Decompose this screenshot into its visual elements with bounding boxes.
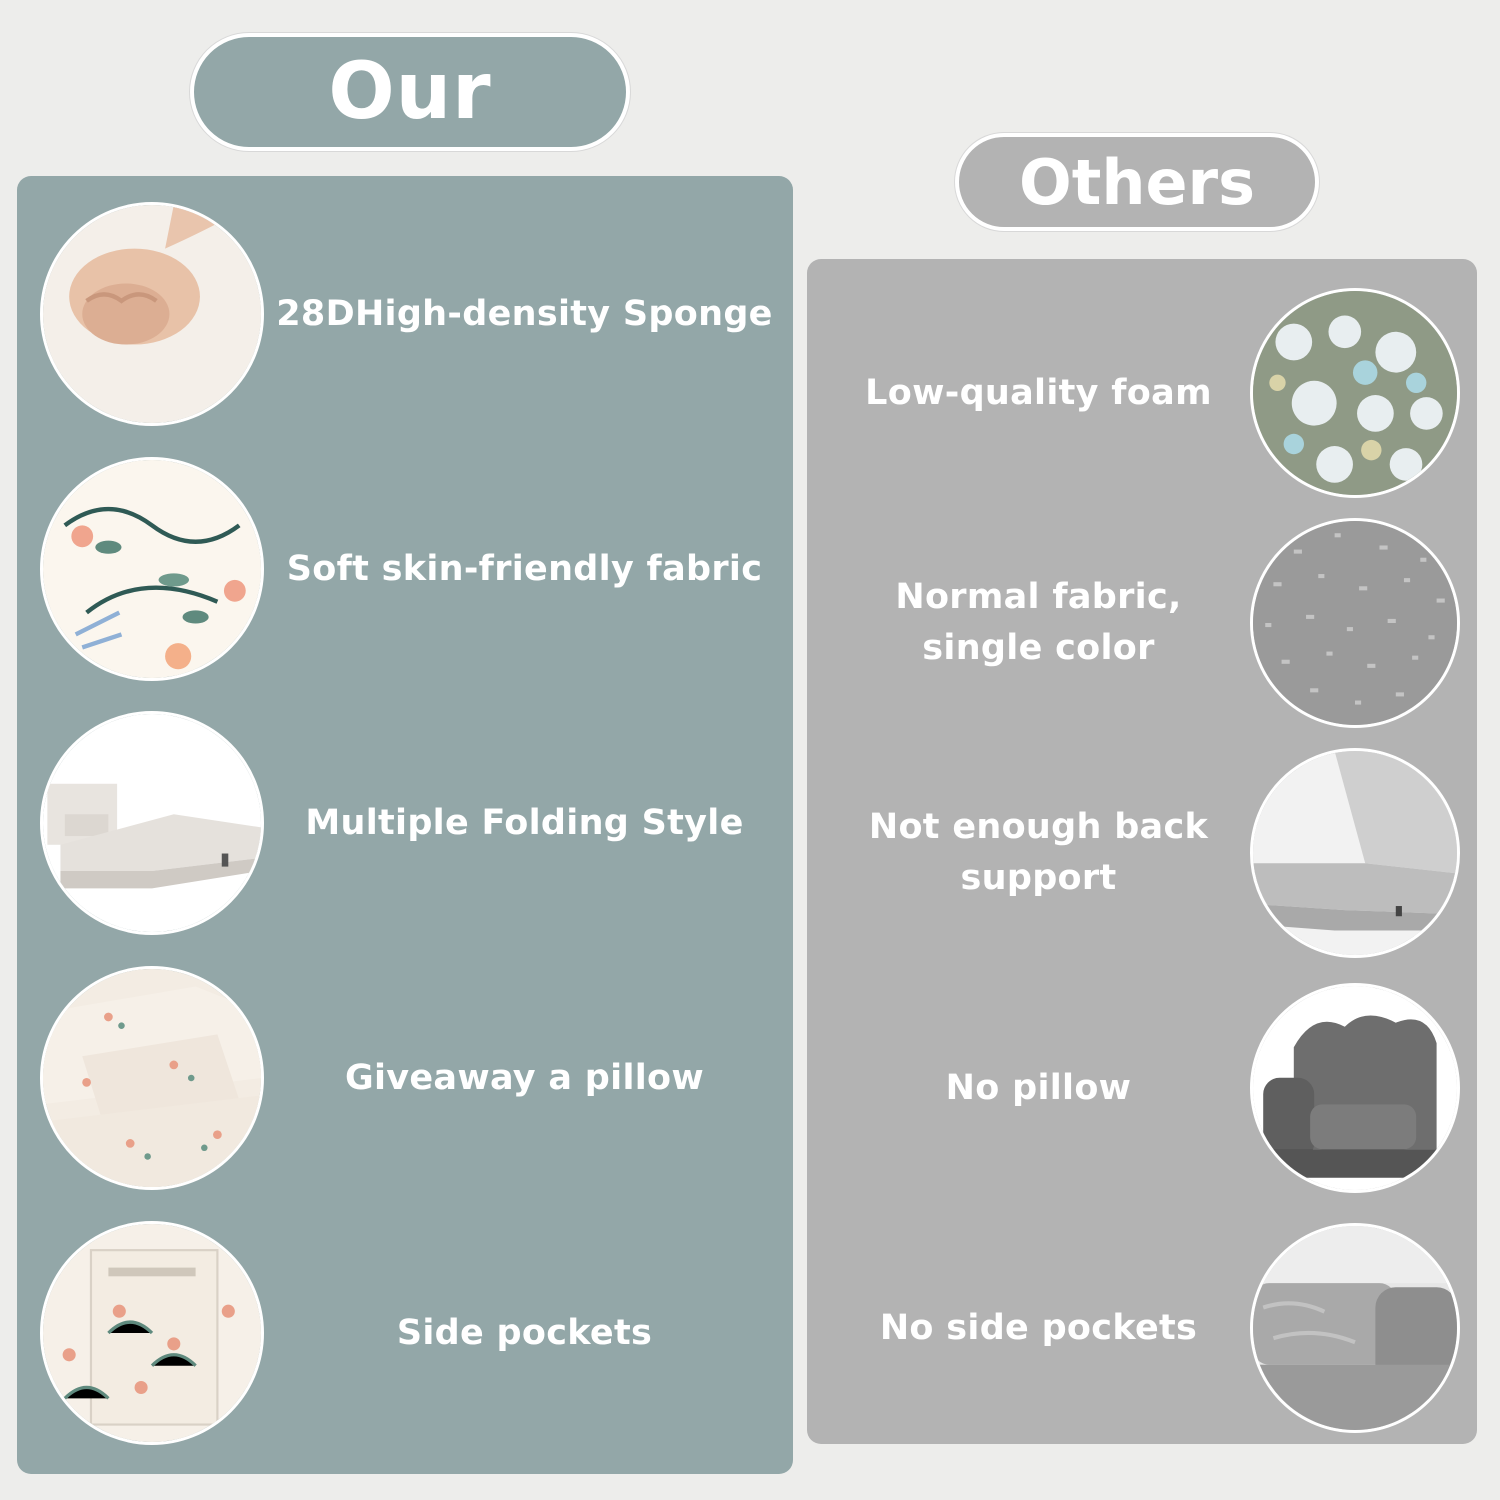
shredded-foam-photo — [1250, 288, 1460, 498]
our-features-panel: 28DHigh-density Sponge Soft skin-friendl… — [17, 176, 793, 1474]
feature-label: Low-quality foam — [865, 372, 1212, 413]
feature-label: Multiple Folding Style — [305, 802, 744, 843]
our-heading: Our — [190, 33, 630, 151]
others-feature-row: Low-quality foam — [807, 277, 1477, 509]
gray-fabric-photo — [1250, 518, 1460, 728]
feature-label: Side pockets — [396, 1312, 653, 1353]
feature-label-line: Not enough back — [868, 807, 1209, 848]
others-feature-row: Not enough back support — [807, 737, 1477, 969]
our-feature-row: 28DHigh-density Sponge — [17, 198, 793, 430]
feature-label: Normal fabric, single color — [807, 572, 1250, 674]
feature-label: Giveaway a pillow — [344, 1057, 705, 1098]
others-feature-row: Normal fabric, single color — [807, 507, 1477, 739]
our-feature-row: Giveaway a pillow — [17, 962, 793, 1194]
feature-label-line: support — [960, 858, 1117, 898]
gray-kids-chair-photo — [1250, 983, 1460, 1193]
feature-label-line: Normal fabric, — [895, 577, 1182, 618]
feature-label-line: single color — [922, 628, 1155, 668]
floral-fabric-photo — [40, 457, 264, 681]
feature-label: 28DHigh-density Sponge — [276, 293, 773, 334]
our-feature-row: Soft skin-friendly fabric — [17, 453, 793, 685]
feature-label: Soft skin-friendly fabric — [286, 548, 763, 589]
gray-plush-sofa-photo — [1250, 1223, 1460, 1433]
others-feature-row: No pillow — [807, 972, 1477, 1204]
gray-folding-mattress-photo — [1250, 748, 1460, 958]
floral-side-pocket-photo — [40, 1221, 264, 1445]
feature-label: No pillow — [945, 1067, 1132, 1108]
others-feature-row: No side pockets — [807, 1212, 1477, 1444]
feature-label: Not enough back support — [807, 802, 1250, 904]
floral-pillow-photo — [40, 966, 264, 1190]
folding-sofa-bed-photo — [40, 711, 264, 935]
feature-label: No side pockets — [879, 1307, 1198, 1348]
others-heading: Others — [955, 133, 1319, 231]
fist-pressing-sponge-photo — [40, 202, 264, 426]
others-features-panel: Low-quality foam Normal fabric, single c… — [807, 259, 1477, 1444]
our-feature-row: Side pockets — [17, 1217, 793, 1449]
our-feature-row: Multiple Folding Style — [17, 707, 793, 939]
